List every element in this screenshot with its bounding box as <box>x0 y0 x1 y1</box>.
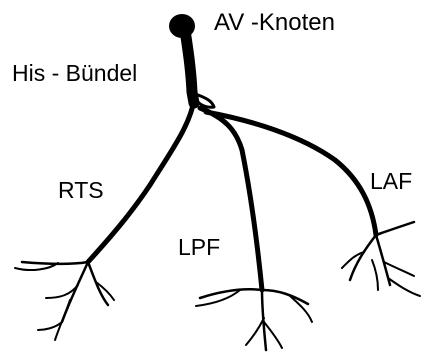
right-branch-fibers <box>15 262 114 340</box>
rts-label: RTS <box>58 179 104 202</box>
his-bundle-label: His - Bündel <box>12 62 137 85</box>
bifurcation-loop <box>198 95 214 107</box>
posterior-fascicle-fibers <box>196 289 312 350</box>
his-bundle-trunk <box>185 30 194 103</box>
anterior-fascicle-fibers <box>342 222 420 296</box>
lpf-label: LPF <box>178 236 220 259</box>
av-node-label: AV -Knoten <box>214 11 335 35</box>
left-posterior-fascicle <box>200 108 262 290</box>
laf-label: LAF <box>370 170 412 193</box>
